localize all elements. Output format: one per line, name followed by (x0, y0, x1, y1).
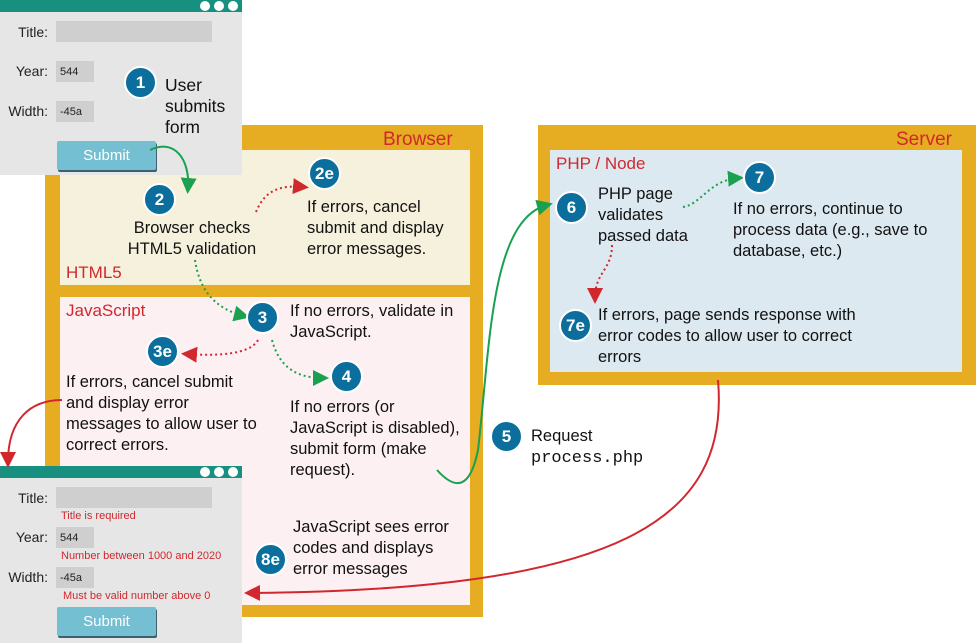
arrow-submit-to-browser (149, 145, 197, 194)
window-dot-icon (228, 467, 238, 477)
step-3e-text: If errors, cancel submit and display err… (66, 373, 257, 454)
php-node-label: PHP / Node (556, 154, 646, 173)
window-dot-icon (200, 467, 210, 477)
submit-button[interactable]: Submit (57, 607, 156, 636)
window-dot-icon (200, 1, 210, 11)
step-6-text: PHP page validates passed data (598, 185, 688, 245)
year-input[interactable]: 544 (56, 61, 94, 82)
title-input[interactable] (56, 21, 212, 42)
step-5-text: Request (531, 427, 593, 445)
year-label: Year: (15, 63, 48, 79)
form-with-errors: Title: Title is required Year: 544 Numbe… (0, 466, 242, 643)
step-7-badge: 7 (743, 161, 776, 194)
width-error: Must be valid number above 0 (63, 590, 211, 602)
step-4-text: If no errors (or JavaScript is disabled)… (290, 398, 460, 479)
arrow-request-to-server (436, 199, 553, 485)
step-7-text: If no errors, continue to process data (… (733, 200, 928, 260)
arrow-2-to-2e (255, 178, 309, 213)
step-1-badge: 1 (124, 66, 157, 99)
step-3-badge: 3 (246, 301, 279, 334)
step-8e-badge: 8e (254, 543, 287, 576)
step-7e-badge: 7e (559, 309, 592, 342)
year-label: Year: (15, 529, 48, 545)
step-3-text: If no errors, validate in JavaScript. (290, 302, 454, 341)
step-2e-text: If errors, cancel submit and display err… (307, 198, 444, 258)
window-dot-icon (214, 1, 224, 11)
title-input[interactable] (56, 487, 212, 508)
title-error: Title is required (61, 510, 136, 522)
arrow-response-to-browser (244, 379, 720, 601)
title-label: Title: (18, 24, 48, 40)
step-3e-badge: 3e (146, 335, 179, 368)
arrow-6-to-7e (587, 244, 613, 304)
javascript-label: JavaScript (66, 301, 146, 320)
window-titlebar (0, 466, 242, 478)
arrow-3-to-3e (181, 339, 259, 363)
arrow-2-to-3 (194, 259, 250, 322)
window-titlebar (0, 0, 242, 12)
step-6-badge: 6 (555, 191, 588, 224)
arrow-3e-to-form (0, 399, 63, 468)
html5-label: HTML5 (66, 263, 122, 282)
width-label: Width: (8, 569, 48, 585)
submit-button[interactable]: Submit (57, 141, 156, 170)
step-2-text: Browser checks HTML5 validation (127, 219, 257, 258)
width-input[interactable]: -45a (56, 101, 94, 122)
step-8e-text: JavaScript sees error codes and displays… (293, 518, 449, 578)
title-label: Title: (18, 490, 48, 506)
year-input[interactable]: 544 (56, 527, 94, 548)
width-label: Width: (8, 103, 48, 119)
step-7e-text: If errors, page sends response with erro… (598, 306, 856, 366)
browser-label: Browser (383, 129, 453, 150)
step-4-badge: 4 (330, 360, 363, 393)
window-dot-icon (214, 467, 224, 477)
width-input[interactable]: -45a (56, 567, 94, 588)
step-5-url: process.php (531, 449, 644, 468)
step-2e-badge: 2e (308, 157, 341, 190)
server-label: Server (896, 129, 952, 150)
form-initial: Title: Year: 544 Width: -45a Submit (0, 0, 242, 175)
window-dot-icon (228, 1, 238, 11)
step-2-badge: 2 (143, 183, 176, 216)
year-error: Number between 1000 and 2020 (61, 550, 222, 562)
arrow-3-to-4 (271, 339, 329, 386)
arrow-6-to-7 (682, 170, 744, 208)
step-5-badge: 5 (490, 420, 523, 453)
step-1-text: User submits form (165, 75, 226, 137)
